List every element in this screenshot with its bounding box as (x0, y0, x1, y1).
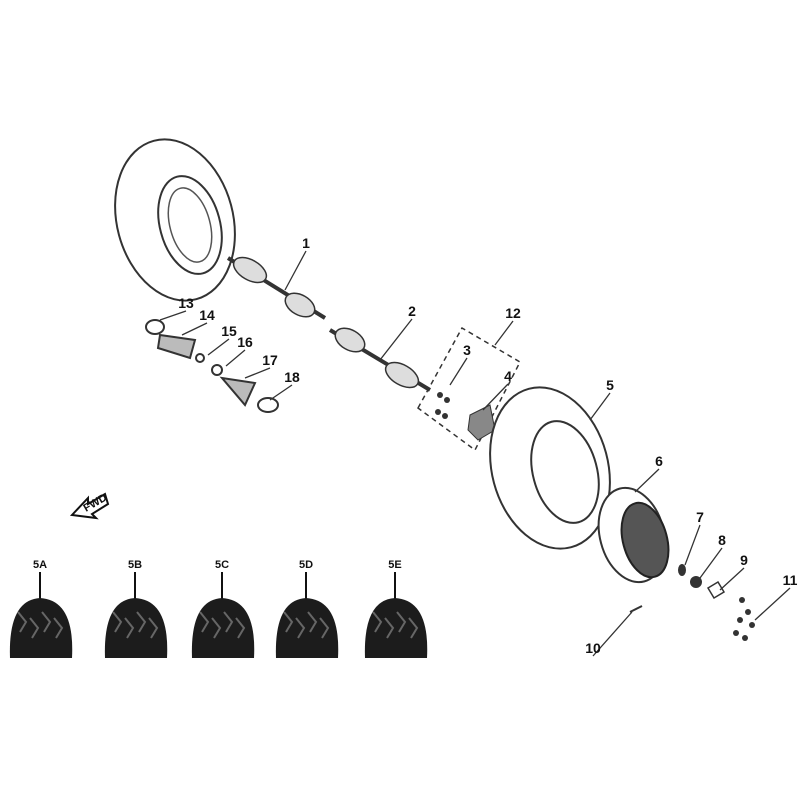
fwd-arrow-icon: FWD (69, 492, 109, 520)
tire-tread-image (364, 598, 428, 658)
callout-3[interactable]: 3 (449, 342, 471, 386)
callout-number: 8 (718, 532, 726, 548)
callout-number: 9 (740, 552, 748, 568)
tire-options: 5A 5B 5C 5D 5E (9, 559, 428, 658)
callout-12[interactable]: 12 (494, 305, 521, 346)
leader-line (684, 524, 701, 566)
callout-11[interactable]: 11 (754, 572, 798, 621)
hardware (629, 564, 755, 641)
leader-line (159, 310, 187, 321)
callout-number: 15 (221, 323, 237, 339)
tire-tread-image (104, 598, 168, 658)
callout-13[interactable]: 13 (159, 295, 194, 321)
callout-2[interactable]: 2 (379, 303, 416, 361)
callout-15[interactable]: 15 (207, 323, 237, 356)
callout-6[interactable]: 6 (634, 453, 663, 493)
boot-kit (145, 319, 279, 413)
leader-line (449, 357, 468, 386)
tire-option-label: 5A (33, 559, 47, 571)
tire-option-label: 5C (215, 559, 229, 571)
leader-line (754, 587, 791, 621)
leader-line (207, 338, 230, 356)
tire-front (489, 386, 611, 550)
leader-line (284, 250, 307, 291)
callout-number: 6 (655, 453, 663, 469)
tire-tread-image (9, 598, 73, 658)
callout-number: 2 (408, 303, 416, 319)
tire-option-5B[interactable]: 5B (104, 559, 168, 658)
leader-line (181, 322, 208, 336)
callout-16[interactable]: 16 (225, 334, 253, 367)
callout-8[interactable]: 8 (699, 532, 726, 579)
tire-tread-image (191, 598, 255, 658)
tire-option-label: 5D (299, 559, 313, 571)
callout-9[interactable]: 9 (719, 552, 748, 591)
callout-7[interactable]: 7 (684, 509, 704, 566)
callout-17[interactable]: 17 (244, 352, 278, 379)
tire-option-label: 5B (128, 559, 142, 571)
callout-4[interactable]: 4 (482, 368, 512, 411)
leader-line (244, 367, 271, 379)
tire-upper (114, 138, 236, 302)
callout-10[interactable]: 10 (585, 611, 633, 657)
callout-number: 16 (237, 334, 253, 350)
callout-5[interactable]: 5 (589, 377, 614, 421)
tire-option-5D[interactable]: 5D (275, 559, 339, 658)
leader-line (225, 349, 246, 367)
leader-line (592, 611, 633, 657)
callout-number: 1 (302, 235, 310, 251)
leader-line (482, 383, 509, 411)
leader-line (699, 547, 723, 579)
leader-line (719, 567, 745, 591)
callout-number: 11 (783, 572, 798, 588)
callout-number: 18 (284, 369, 300, 385)
callout-number: 10 (585, 640, 601, 656)
tire-option-5C[interactable]: 5C (191, 559, 255, 658)
callout-14[interactable]: 14 (181, 307, 215, 336)
leader-line (269, 384, 293, 401)
tire-option-5A[interactable]: 5A (9, 559, 73, 658)
leader-line (634, 468, 660, 493)
callout-number: 4 (504, 368, 512, 384)
tire-option-5E[interactable]: 5E (364, 559, 428, 658)
callout-18[interactable]: 18 (269, 369, 300, 401)
drive-shaft-1 (226, 256, 327, 320)
leader-line (494, 320, 514, 346)
wheel-rim (597, 486, 670, 584)
tire-option-label: 5E (388, 559, 401, 571)
drive-shaft-2 (328, 327, 432, 392)
callout-number: 3 (463, 342, 471, 358)
callout-1[interactable]: 1 (284, 235, 310, 291)
hub-kit-box (417, 326, 521, 452)
callout-number: 14 (199, 307, 215, 323)
callout-number: 7 (696, 509, 704, 525)
callout-number: 5 (606, 377, 614, 393)
callout-number: 17 (262, 352, 278, 368)
tire-tread-image (275, 598, 339, 658)
leader-line (589, 392, 611, 421)
leader-line (379, 318, 413, 361)
callout-number: 12 (505, 305, 521, 321)
callout-number: 13 (178, 295, 194, 311)
